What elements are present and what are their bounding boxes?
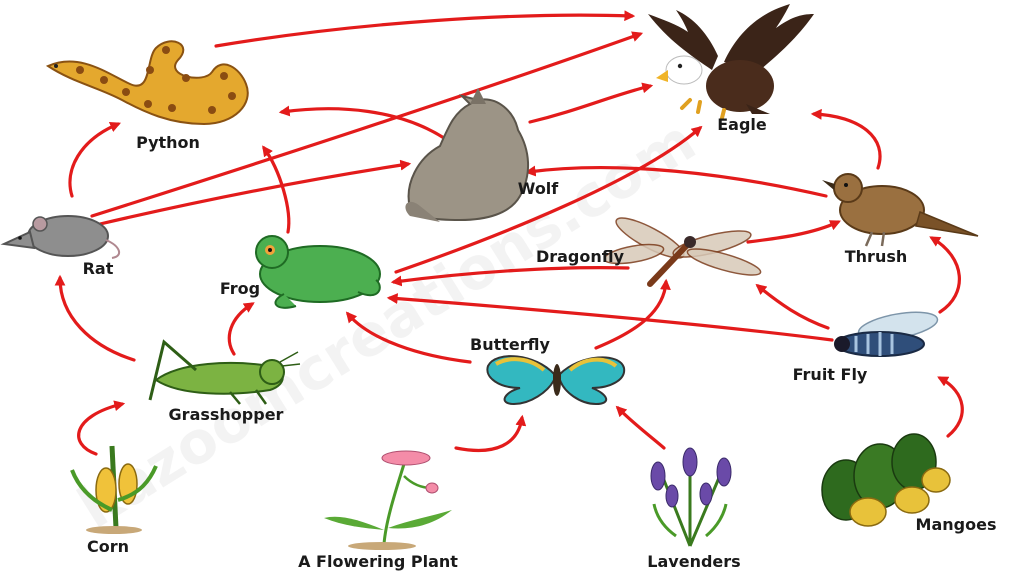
butterfly-illustration: [486, 355, 626, 406]
arrow-grasshopper-to-frog: [227, 302, 255, 356]
arrow-butterfly-to-dragonfly: [594, 278, 671, 350]
label-wolf: Wolf: [518, 179, 560, 198]
label-eagle: Eagle: [717, 115, 767, 134]
arrow-lavenders-to-butterfly: [615, 405, 666, 450]
arrow-grasshopper-to-rat: [54, 274, 136, 362]
thrush-illustration: [822, 173, 979, 247]
fruitfly-illustration: [834, 311, 939, 357]
arrow-corn-to-grasshopper: [77, 400, 126, 456]
arrow-rat-to-python: [68, 121, 122, 198]
arrow-wolf-to-python: [278, 105, 446, 140]
arrow-thrush-to-wolf: [524, 165, 828, 198]
arrow-thrush-to-eagle: [810, 108, 882, 170]
label-mangoes: Mangoes: [916, 515, 997, 534]
arrow-rat-to-wolf: [98, 159, 412, 226]
corn-illustration: [70, 445, 158, 534]
label-flowering-plant: A Flowering Plant: [298, 552, 458, 571]
arrow-fruitfly-to-dragonfly: [755, 283, 830, 330]
dragonfly-illustration: [603, 217, 762, 287]
arrow-fruitfly-to-thrush: [929, 236, 961, 314]
eagle-illustration: [648, 4, 814, 120]
label-grasshopper: Grasshopper: [169, 405, 284, 424]
rat-illustration: [0, 215, 121, 259]
label-rat: Rat: [83, 259, 114, 278]
watermark: kazoomcreations.com: [66, 106, 707, 542]
frog-illustration: [255, 235, 381, 309]
arrow-flowering-plant-to-butterfly: [454, 414, 527, 453]
lavenders-illustration: [650, 447, 732, 547]
mangoes-illustration: [821, 433, 951, 527]
arrow-mangoes-to-fruitfly: [937, 376, 964, 438]
arrow-dragonfly-to-frog: [390, 266, 630, 287]
arrow-wolf-to-eagle: [528, 82, 654, 124]
label-python: Python: [136, 133, 200, 152]
python-illustration: [45, 40, 249, 126]
label-lavenders: Lavenders: [647, 552, 740, 571]
arrow-layer: [54, 10, 964, 456]
label-frog: Frog: [220, 279, 260, 298]
label-thrush: Thrush: [845, 247, 908, 266]
arrow-rat-to-eagle: [90, 31, 644, 218]
arrow-frog-to-python: [262, 145, 291, 234]
arrow-dragonfly-to-thrush: [746, 220, 841, 244]
label-butterfly: Butterfly: [470, 335, 550, 354]
grasshopper-illustration: [148, 339, 301, 405]
label-fruitfly: Fruit Fly: [793, 365, 868, 384]
wolf-illustration: [405, 88, 530, 222]
label-corn: Corn: [87, 537, 129, 556]
arrow-frog-to-eagle: [394, 125, 703, 274]
flowering-plant-illustration: [324, 450, 452, 550]
arrow-fruitfly-to-frog: [386, 293, 834, 342]
arrow-python-to-eagle: [214, 10, 636, 48]
arrow-butterfly-to-frog: [345, 311, 472, 364]
label-dragonfly: Dragonfly: [536, 247, 625, 266]
